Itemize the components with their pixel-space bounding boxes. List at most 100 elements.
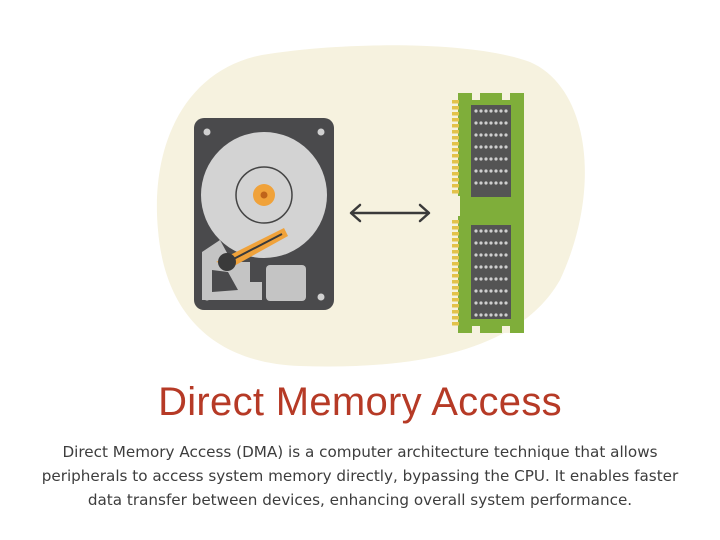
- ram-chip-pin: [474, 241, 478, 245]
- ram-contact: [452, 232, 459, 236]
- ram-chip-pin: [479, 277, 483, 281]
- ram-chip-pin: [494, 229, 498, 233]
- ram-contact: [452, 322, 459, 326]
- ram-chip-pin: [484, 265, 488, 269]
- ram-chip-pin: [474, 181, 478, 185]
- ram-chip-pin: [479, 265, 483, 269]
- ram-chip-pin: [474, 121, 478, 125]
- ram-contact: [452, 154, 459, 158]
- ram-chip-pin: [479, 169, 483, 173]
- ram-contact: [452, 148, 459, 152]
- ram-chip-pin: [484, 169, 488, 173]
- ram-chip-pin: [494, 157, 498, 161]
- ram-chip-pin: [484, 301, 488, 305]
- ram-chip-pin: [499, 313, 503, 317]
- ram-contact: [452, 274, 459, 278]
- ram-chip-pin: [504, 181, 508, 185]
- ram-chip-pin: [479, 121, 483, 125]
- ram-chip-pin: [489, 133, 493, 137]
- ram-chip-pin: [489, 169, 493, 173]
- ram-chip-pin: [489, 265, 493, 269]
- ram-chip-pin: [494, 109, 498, 113]
- ram-chip-pin: [489, 109, 493, 113]
- ram-contact: [452, 304, 459, 308]
- description-text: Direct Memory Access (DMA) is a computer…: [41, 443, 679, 509]
- ram-chip-pin: [494, 265, 498, 269]
- ram-chip-pin: [504, 229, 508, 233]
- ram-chip-pin: [499, 181, 503, 185]
- ram-contact: [452, 160, 459, 164]
- ram-chip-pin: [474, 313, 478, 317]
- ram-chip-pin: [474, 157, 478, 161]
- ram-chip-pin: [474, 229, 478, 233]
- ram-contact: [452, 280, 459, 284]
- ram-chip-pin: [484, 253, 488, 257]
- ram-chip-pin: [504, 157, 508, 161]
- ram-contact: [452, 118, 459, 122]
- ram-chip-pin: [494, 241, 498, 245]
- dma-illustration: [156, 45, 585, 367]
- ram-chip-pin: [484, 289, 488, 293]
- double-arrow-icon: [349, 203, 431, 223]
- ram-chip-pin: [504, 253, 508, 257]
- ram-chip-pin: [479, 109, 483, 113]
- ram-chip-pin: [489, 145, 493, 149]
- ram-contact: [452, 106, 459, 110]
- ram-contact: [452, 268, 459, 272]
- ram-chip-pin: [494, 289, 498, 293]
- ram-contact: [452, 244, 459, 248]
- ram-chip-pin: [499, 157, 503, 161]
- hard-drive-icon: [194, 118, 334, 310]
- ram-chip-pin: [494, 145, 498, 149]
- ram-chip-pin: [504, 289, 508, 293]
- ram-chip-pin: [474, 253, 478, 257]
- page-title: Direct Memory Access: [158, 380, 562, 424]
- ram-chip-pin: [479, 301, 483, 305]
- ram-contact: [452, 226, 459, 230]
- ram-chip-pin: [499, 169, 503, 173]
- ram-chip-pin: [499, 109, 503, 113]
- ram-chip-pin: [489, 121, 493, 125]
- ram-contact: [452, 292, 459, 296]
- ram-chip-pin: [474, 265, 478, 269]
- ram-chip-pin: [489, 157, 493, 161]
- ram-chip-pin: [499, 241, 503, 245]
- ram-chip-pin: [504, 169, 508, 173]
- ram-chip-pin: [479, 181, 483, 185]
- ram-chip-pin: [504, 109, 508, 113]
- ram-contact: [452, 256, 459, 260]
- ram-contact: [452, 286, 459, 290]
- ram-contact: [452, 178, 459, 182]
- ram-chip-pin: [484, 241, 488, 245]
- ram-chip-pin: [504, 301, 508, 305]
- ram-contact: [452, 124, 459, 128]
- ram-contact: [452, 172, 459, 176]
- ram-chip-pin: [489, 229, 493, 233]
- ram-chip-pin: [494, 121, 498, 125]
- ram-chip-pin: [479, 253, 483, 257]
- ram-contact: [452, 238, 459, 242]
- ram-chip-pin: [479, 133, 483, 137]
- ram-chip-pin: [474, 169, 478, 173]
- ram-chip-pin: [499, 145, 503, 149]
- ram-chip-pin: [479, 289, 483, 293]
- ram-chip-pin: [499, 301, 503, 305]
- ram-chip-pin: [489, 181, 493, 185]
- ram-chip-pin: [504, 265, 508, 269]
- ram-chip-pin: [494, 169, 498, 173]
- ram-contact: [452, 250, 459, 254]
- ram-contact: [452, 130, 459, 134]
- ram-contact: [452, 136, 459, 140]
- ram-contact: [452, 100, 459, 104]
- ram-chip-pin: [489, 253, 493, 257]
- ram-chip-pin: [479, 157, 483, 161]
- ram-chip-pin: [474, 301, 478, 305]
- ram-chip-pin: [479, 313, 483, 317]
- ram-chip-pin: [474, 277, 478, 281]
- ram-chip-pin: [474, 289, 478, 293]
- ram-contact: [452, 190, 459, 194]
- ram-chip-pin: [479, 145, 483, 149]
- ram-contact: [452, 220, 459, 224]
- ram-contact: [452, 166, 459, 170]
- ram-chip-pin: [499, 277, 503, 281]
